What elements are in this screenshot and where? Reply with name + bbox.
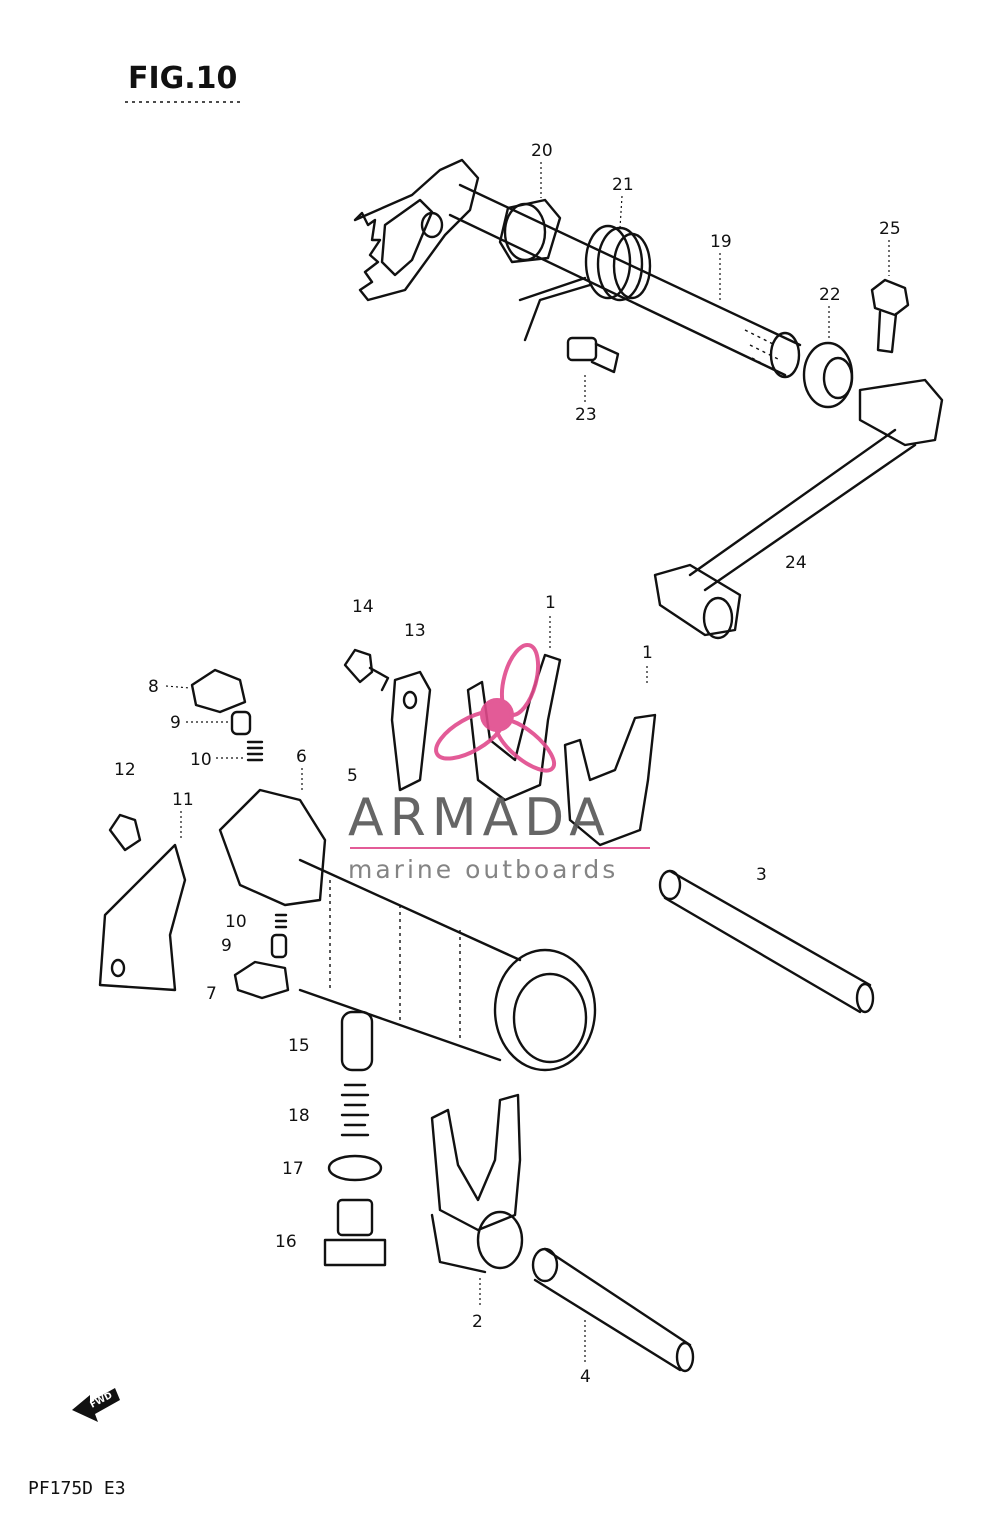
callout-13: 13	[404, 621, 426, 641]
callout-10b: 10	[225, 912, 247, 932]
gear-shift-cam	[218, 788, 597, 1072]
callout-6: 6	[296, 747, 307, 767]
shift-lever-ratchet-plate	[353, 158, 480, 302]
stopper-plate	[98, 813, 187, 992]
callout-4: 4	[580, 1367, 591, 1387]
shift-fork-lower	[430, 1093, 524, 1274]
figure-title: FIG.10	[128, 61, 237, 96]
armada-watermark: ARMADA marine outboards	[348, 642, 650, 884]
fork-shaft-lower	[531, 1247, 695, 1373]
cam-stopper-assembly	[190, 668, 264, 762]
callout-3: 3	[756, 865, 767, 885]
callout-2: 2	[472, 1312, 483, 1332]
callout-22: 22	[819, 285, 841, 305]
return-spring	[518, 224, 652, 342]
watermark-tagline: marine outboards	[348, 855, 618, 884]
cam-stopper-lower	[233, 913, 290, 1000]
callout-25: 25	[879, 219, 901, 239]
callout-5: 5	[347, 766, 358, 786]
callout-8: 8	[148, 677, 159, 697]
callout-14: 14	[352, 597, 374, 617]
callout-15: 15	[288, 1036, 310, 1056]
callout-10a: 10	[190, 750, 212, 770]
callout-20: 20	[531, 141, 553, 161]
callout-21: 21	[612, 175, 634, 195]
callout-12: 12	[114, 760, 136, 780]
fork-shaft-upper	[658, 869, 875, 1014]
callout-1b: 1	[642, 643, 653, 663]
propeller-logo-icon	[434, 642, 557, 773]
callout-11: 11	[172, 790, 194, 810]
callout-1a: 1	[545, 593, 556, 613]
shift-fork-upper	[466, 653, 657, 847]
callout-17: 17	[282, 1159, 304, 1179]
callout-7: 7	[206, 984, 217, 1004]
callout-16: 16	[275, 1232, 297, 1252]
fwd-direction-arrow: FWD	[72, 1388, 120, 1422]
callout-24: 24	[785, 553, 807, 573]
callout-23: 23	[575, 405, 597, 425]
spring-stopper-bolt	[566, 336, 620, 374]
screw-and-plate	[343, 648, 432, 792]
callout-19: 19	[710, 232, 732, 252]
shift-shaft	[448, 183, 802, 379]
neutral-stopper-parts	[323, 1010, 387, 1267]
callout-9b: 9	[221, 936, 232, 956]
model-code: PF175D E3	[28, 1478, 126, 1499]
watermark-brand: ARMADA	[348, 788, 611, 848]
callout-9a: 9	[170, 713, 181, 733]
callout-18: 18	[288, 1106, 310, 1126]
gear-shift-lever	[653, 378, 944, 640]
shaft-collar	[498, 198, 562, 264]
pinch-bolt	[870, 278, 910, 354]
oil-seal	[802, 341, 854, 409]
